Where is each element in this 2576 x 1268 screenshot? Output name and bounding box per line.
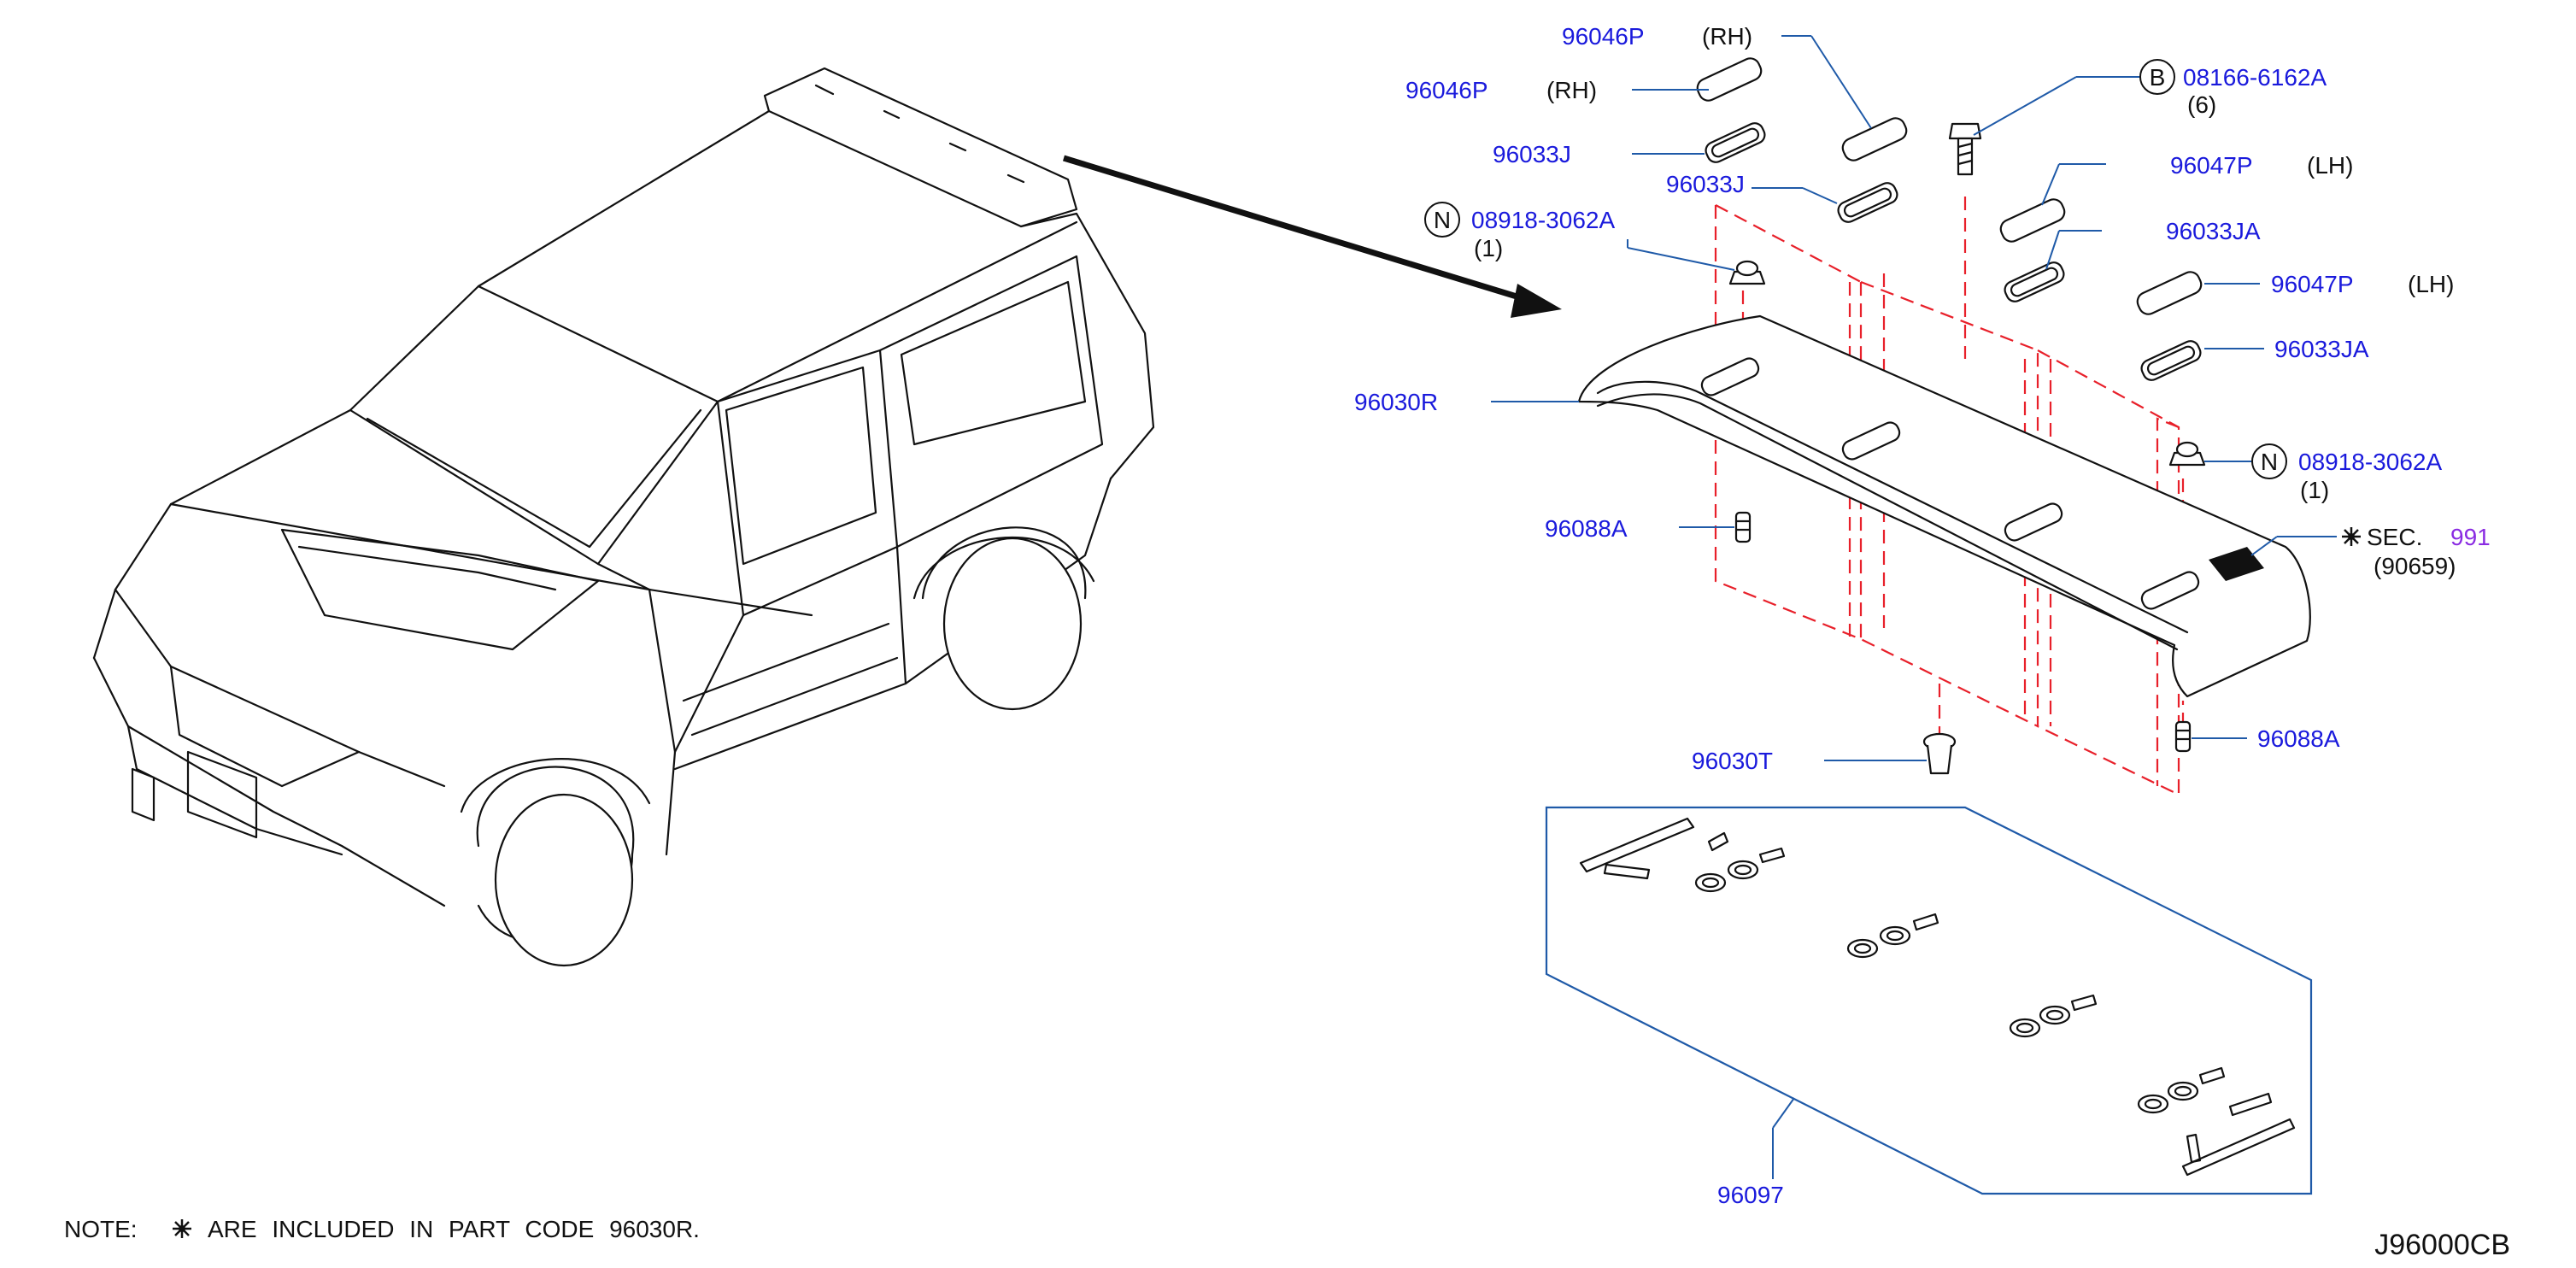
asterisk-flower-icon: [2342, 527, 2361, 546]
small-parts: [1696, 57, 2206, 775]
circle-b-marker: [2139, 59, 2175, 95]
label-96046p-top[interactable]: 96046P: [1562, 23, 1645, 50]
label-08918-1[interactable]: 08918-3062A: [1471, 207, 1615, 233]
note-prefix: NOTE:: [64, 1216, 138, 1242]
label-lh-2: (LH): [2408, 271, 2454, 297]
label-qty-6: (6): [2187, 91, 2216, 118]
adhesive-kit-panel: [1545, 806, 2313, 1195]
n-symbol-1: N: [1434, 207, 1451, 233]
label-96047p-1[interactable]: 96047P: [2170, 152, 2253, 179]
n-symbol-2: N: [2261, 449, 2278, 475]
label-sec-sub: (90659): [2374, 553, 2456, 579]
label-sec: SEC.: [2367, 524, 2422, 550]
label-96033j-2[interactable]: 96033J: [1666, 171, 1745, 197]
label-qty-1b: (1): [2300, 477, 2329, 503]
b-symbol: B: [2150, 64, 2166, 91]
label-96033j-1[interactable]: 96033J: [1493, 141, 1571, 167]
label-96047p-2[interactable]: 96047P: [2271, 271, 2354, 297]
label-96030r[interactable]: 96030R: [1354, 389, 1438, 415]
label-96088a-2[interactable]: 96088A: [2257, 725, 2340, 752]
label-96033ja-2[interactable]: 96033JA: [2274, 336, 2369, 362]
note-text: ARE INCLUDED IN PART CODE 96030R.: [208, 1216, 700, 1242]
callout-arrow: [1062, 155, 1562, 318]
leader-lines: [1491, 35, 2337, 1179]
label-96097[interactable]: 96097: [1717, 1182, 1784, 1208]
roof-spoiler-part: [1577, 314, 2311, 698]
label-08918-2[interactable]: 08918-3062A: [2298, 449, 2442, 475]
diagram-code: J96000CB: [2374, 1229, 2510, 1261]
vehicle-illustration: [92, 67, 1155, 967]
asterisk-flower-icon: [173, 1219, 191, 1238]
label-sec-number[interactable]: 991: [2450, 524, 2491, 550]
label-96030t[interactable]: 96030T: [1692, 748, 1773, 774]
label-96046p-2[interactable]: 96046P: [1405, 77, 1488, 103]
label-lh-1: (LH): [2307, 152, 2353, 179]
label-96033ja-1[interactable]: 96033JA: [2166, 218, 2261, 244]
footer-note: NOTE: ARE INCLUDED IN PART CODE 96030R.: [64, 1216, 700, 1242]
circle-n-marker: [1424, 202, 1460, 238]
circle-n-marker-2: [2251, 443, 2287, 479]
label-08166[interactable]: 08166-6162A: [2183, 64, 2327, 91]
label-rh-top: (RH): [1702, 23, 1752, 50]
label-96088a-1[interactable]: 96088A: [1545, 515, 1628, 542]
label-rh-2: (RH): [1546, 77, 1597, 103]
label-qty-1: (1): [1474, 235, 1503, 261]
